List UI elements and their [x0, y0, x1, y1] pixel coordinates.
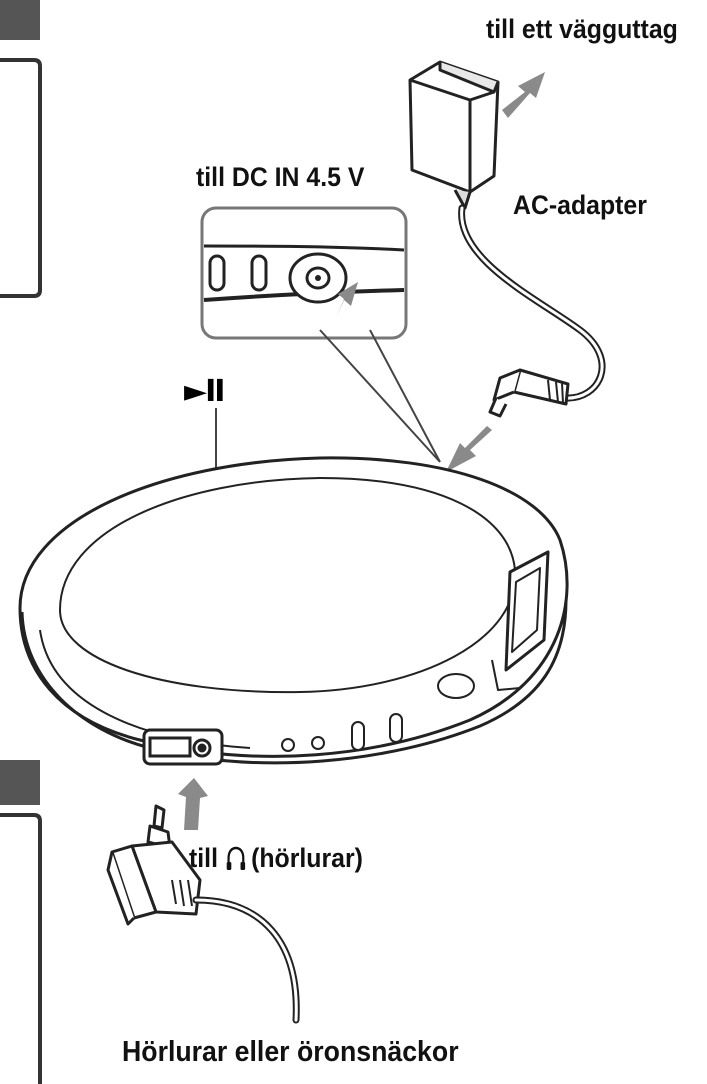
headphone-arrow — [178, 778, 208, 830]
wall-outlet-label: till ett vägguttag — [486, 14, 678, 44]
dc-plug-arrow — [446, 426, 492, 472]
adapter-cable — [458, 204, 606, 402]
headphone-plug — [106, 804, 202, 926]
inset-callout-lines — [319, 329, 441, 463]
dc-in-inset — [200, 206, 408, 340]
dc-plug — [488, 368, 570, 418]
headphone-jack — [142, 728, 224, 766]
page-tab-top — [0, 0, 42, 298]
wall-arrow — [502, 72, 545, 118]
ac-adapter-label: AC-adapter — [513, 190, 647, 220]
ac-adapter — [408, 60, 500, 210]
headphones-label: till (hörlurar) — [189, 843, 363, 874]
cd-player — [18, 456, 569, 765]
front-controls — [281, 713, 403, 752]
dc-in-label: till DC IN 4.5 V — [196, 162, 365, 192]
play-pause-icon: ►II — [184, 374, 225, 409]
headphone-cable — [192, 896, 300, 1024]
headphones-suffix: (hörlurar) — [251, 843, 363, 873]
page-tab-bottom — [0, 760, 42, 1084]
headphones-earphones-label: Hörlurar eller öronsnäckor — [122, 1036, 459, 1068]
headphones-prefix: till — [189, 843, 218, 873]
headphones-icon — [226, 846, 245, 870]
